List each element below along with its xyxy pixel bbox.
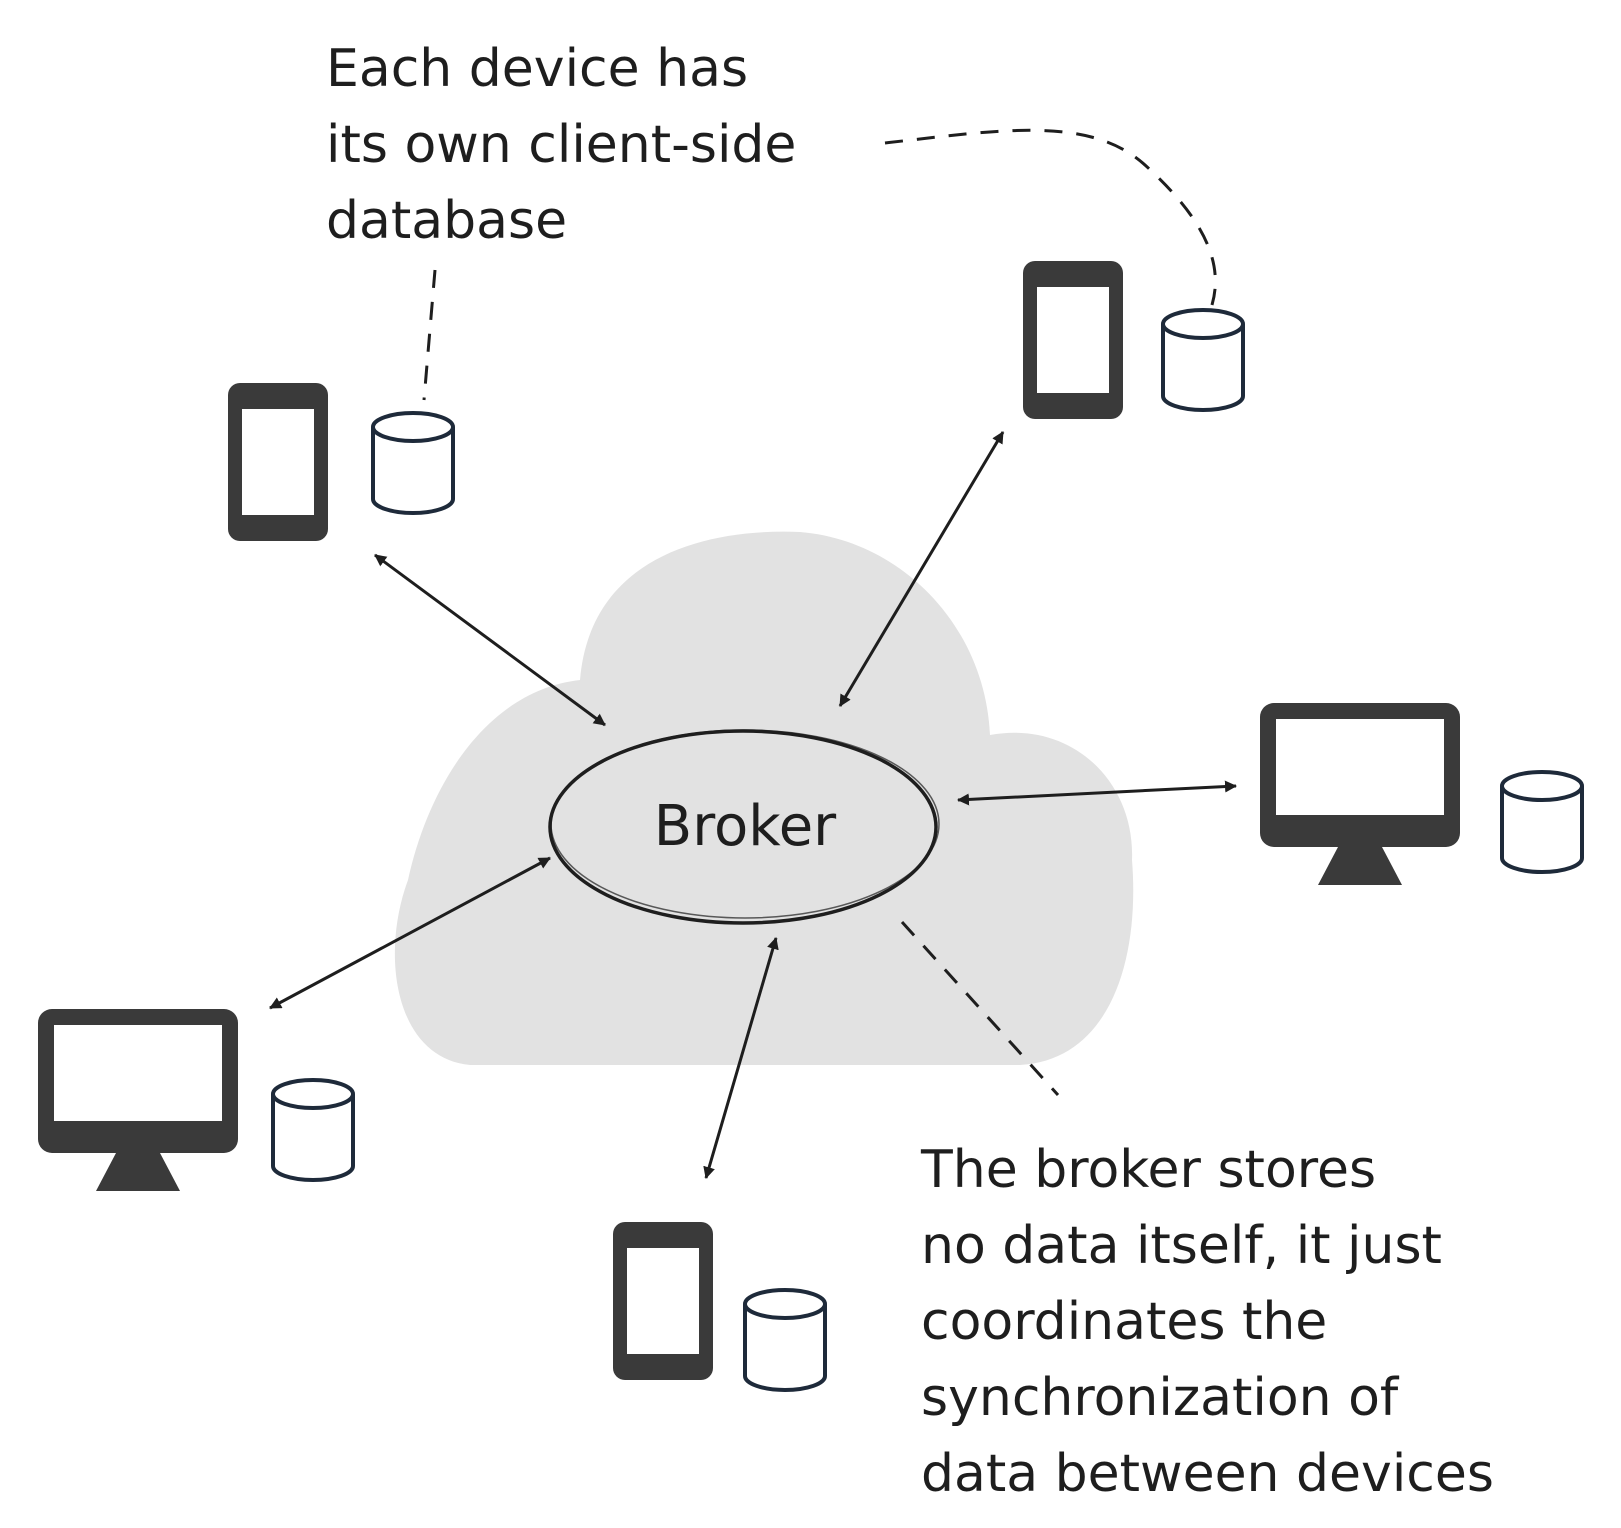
connector-top-note-to-right-db	[884, 128, 1217, 306]
note-line: data between devices	[921, 1444, 1494, 1504]
monitor-icon	[38, 1009, 238, 1191]
database-icon	[1500, 770, 1584, 874]
device-phone-top-left	[228, 383, 455, 541]
device-monitor-bottom-left	[38, 1009, 355, 1191]
device-phone-top-right	[1023, 261, 1245, 419]
note-line: Each device has	[326, 39, 749, 99]
note-line: synchronization of	[921, 1368, 1399, 1428]
arrow-monitor-right	[957, 780, 1237, 806]
sync-arrows	[269, 431, 1237, 1179]
broker-role-note: The broker stores no data itself, it jus…	[921, 1132, 1494, 1512]
arrow-phone-top-left	[374, 553, 606, 727]
arrow-phone-bottom	[703, 937, 779, 1179]
database-icon	[271, 1078, 355, 1182]
annotation-connectors	[422, 128, 1217, 1097]
broker-label: Broker	[654, 794, 837, 859]
arrow-phone-top-right	[838, 431, 1005, 707]
monitor-icon	[1260, 703, 1460, 885]
device-phone-bottom	[613, 1222, 827, 1392]
connector-top-note-to-left-db	[422, 269, 437, 401]
phone-icon	[228, 383, 328, 541]
note-line: coordinates the	[921, 1292, 1328, 1352]
database-icon	[371, 411, 455, 515]
database-icon	[1161, 308, 1245, 412]
note-line: database	[326, 191, 568, 251]
broker-node: Broker	[548, 729, 940, 925]
client-database-note: Each device has its own client-side data…	[326, 31, 796, 259]
device-monitor-right	[1260, 703, 1584, 885]
connector-bottom-note-to-broker	[900, 920, 1060, 1097]
note-line: no data itself, it just	[921, 1216, 1442, 1276]
arrow-monitor-bottom-left	[269, 856, 551, 1010]
note-line: The broker stores	[921, 1140, 1377, 1200]
phone-icon	[1023, 261, 1123, 419]
database-icon	[743, 1288, 827, 1392]
note-line: its own client-side	[326, 115, 797, 175]
phone-icon	[613, 1222, 713, 1380]
